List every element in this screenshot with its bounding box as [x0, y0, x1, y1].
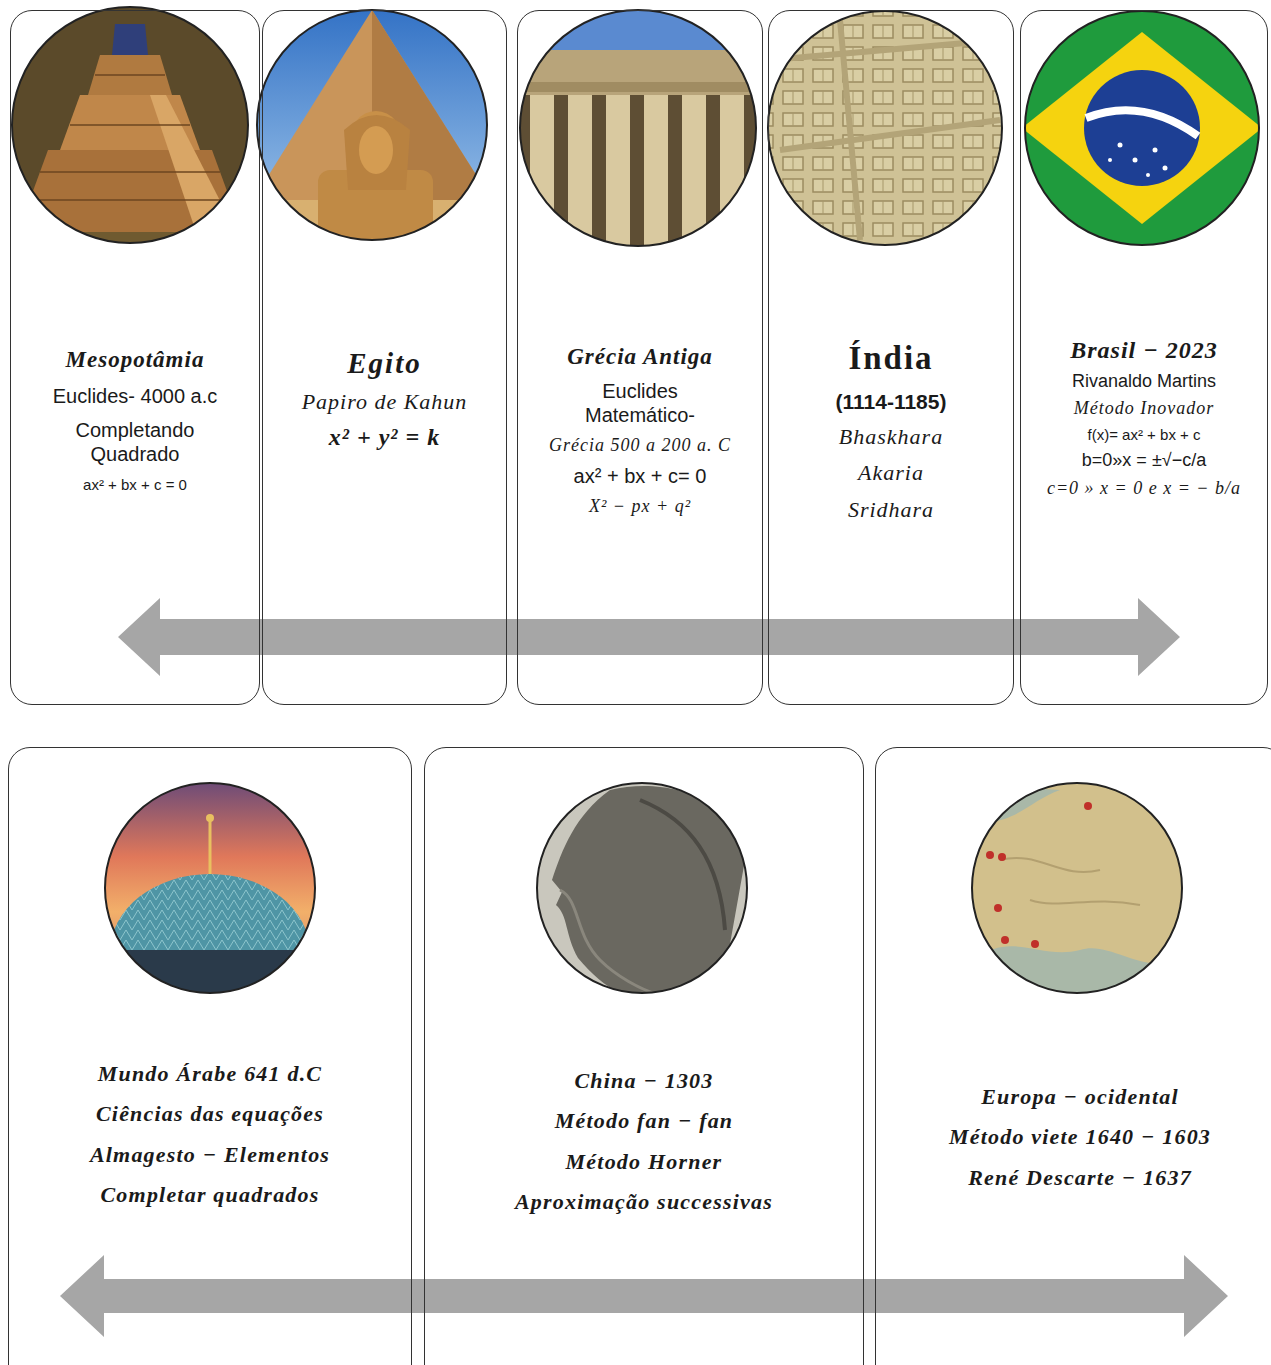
panel-line: f(x)= ax² + bx + c — [1088, 426, 1201, 444]
panel-text: EgitoPapiro de Kahun x² + y² = k — [267, 346, 502, 452]
panel-text: Grécia AntigaEuclides Matemático- Grécia … — [522, 343, 758, 518]
panel-line: Grécia 500 a 200 a. C — [549, 435, 731, 457]
panel-line: x² + y² = k — [329, 423, 440, 452]
panel-line: Sridhara — [848, 497, 934, 523]
panel-line: Almagesto − Elementos — [90, 1142, 330, 1168]
timeline-panel: EgitoPapiro de Kahun x² + y² = k — [262, 10, 507, 705]
panel-text: Mundo Árabe 641 d.C Ciências das equações… — [13, 1061, 407, 1209]
panel-line: Método Inovador — [1074, 398, 1214, 420]
panel-line: Método Horner — [566, 1149, 723, 1175]
timeline-arrow — [60, 1255, 1228, 1337]
panel-text: Brasil − 2023Rivanaldo MartinsMétodo Ino… — [1025, 336, 1263, 499]
panel-line: ax² + bx + c = 0 — [83, 476, 187, 494]
panel-heading: Egito — [347, 346, 421, 381]
panel-line: X² − px + q² — [589, 496, 691, 518]
panel-text: Europa − ocidentalMétodo viete 1640 − 16… — [880, 1084, 1271, 1191]
panel-line: Método fan − fan — [555, 1108, 734, 1134]
panel-line: (1114-1185) — [836, 389, 947, 414]
panel-line: Método viete 1640 − 1603 — [949, 1124, 1211, 1150]
panel-line: Ciências das equações — [96, 1101, 324, 1127]
panel-line: Bhaskhara — [839, 424, 943, 450]
timeline-panel: Grécia AntigaEuclides Matemático- Grécia … — [517, 10, 763, 705]
panel-line: Papiro de Kahun — [302, 389, 468, 415]
timeline-panel: Europa − ocidentalMétodo viete 1640 − 16… — [875, 747, 1271, 1365]
panel-heading: Mesopotâmia — [66, 346, 205, 374]
timeline-panel: MesopotâmiaEuclides- 4000 a.cCompletando… — [10, 10, 260, 705]
panel-heading: Europa − ocidental — [981, 1084, 1179, 1110]
timeline-panel: Índia (1114-1185) BhaskharaAkariaSridhara — [768, 10, 1014, 705]
panel-line: ax² + bx + c= 0 — [574, 464, 707, 488]
panel-line: Euclides Matemático- — [550, 379, 730, 427]
panel-heading: Brasil − 2023 — [1070, 336, 1218, 365]
panel-line: René Descarte − 1637 — [968, 1165, 1192, 1191]
panel-text: MesopotâmiaEuclides- 4000 a.cCompletando… — [15, 346, 255, 494]
panel-text: Índia (1114-1185) BhaskharaAkariaSridhara — [773, 339, 1009, 523]
panel-line: Completar quadrados — [101, 1182, 320, 1208]
timeline-panel: Brasil − 2023Rivanaldo MartinsMétodo Ino… — [1020, 10, 1268, 705]
panel-line: b=0»x = ±√−c/a — [1082, 450, 1206, 472]
panel-heading: Grécia Antiga — [567, 343, 713, 371]
panel-line: Euclides- 4000 a.c — [53, 384, 218, 408]
panel-heading: Mundo Árabe 641 d.C — [98, 1061, 323, 1087]
panel-heading: Índia — [848, 339, 933, 379]
panel-heading: China − 1303 — [575, 1068, 714, 1094]
timeline-panel: Mundo Árabe 641 d.C Ciências das equações… — [8, 747, 412, 1365]
panel-line: Akaria — [858, 460, 924, 486]
panel-line: Aproximação successivas — [515, 1189, 773, 1215]
panel-line: c=0 » x = 0 e x = − b/a — [1047, 478, 1241, 500]
panel-text: China − 1303Método fan − fanMétodo Horne… — [429, 1068, 859, 1216]
panel-line: Completando Quadrado — [60, 418, 210, 466]
timeline-panel: China − 1303Método fan − fanMétodo Horne… — [424, 747, 864, 1365]
panel-line: Rivanaldo Martins — [1072, 371, 1216, 393]
